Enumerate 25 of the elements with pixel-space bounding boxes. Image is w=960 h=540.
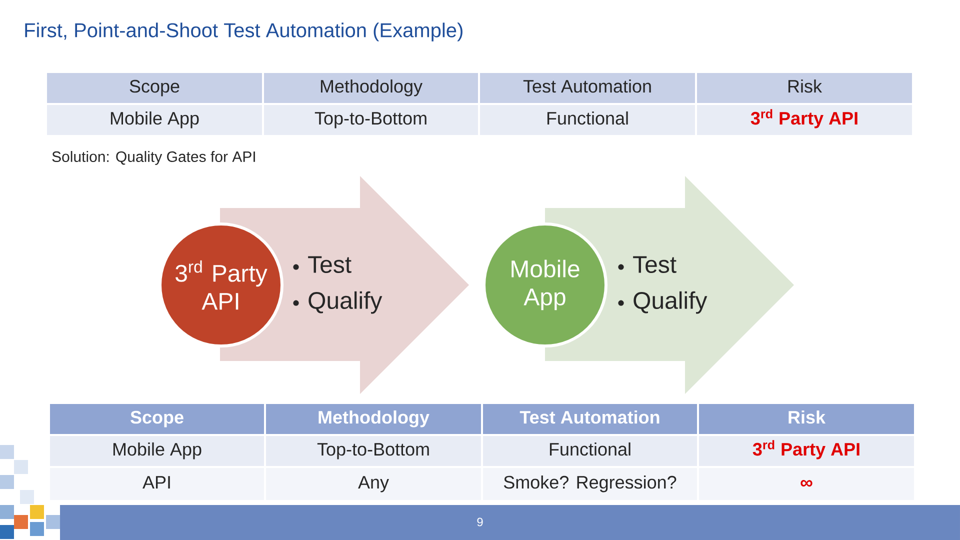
table-cell: 3$^{rd}$ Party API xyxy=(699,436,914,466)
header-cell: Risk xyxy=(697,73,912,103)
circle-node: Mobile App xyxy=(482,222,608,348)
page-number: 9 xyxy=(477,518,483,526)
table-cell: Any xyxy=(266,468,481,500)
table-cell: 3$^{rd}$ Party API xyxy=(697,105,912,135)
table-cell: Smoke? Regression? xyxy=(483,468,697,500)
circle-node: 3$^{rd}$ Party API xyxy=(158,222,284,348)
table-cell: API xyxy=(50,468,264,500)
section-label: Solution: Quality Gates for API xyxy=(52,151,255,165)
title: First, Point-and-Shoot Test Automation (Example) xyxy=(25,22,462,42)
header-cell: Methodology xyxy=(266,404,481,434)
table-cell: Top-to-Bottom xyxy=(264,105,478,135)
table-cell: Top-to-Bottom xyxy=(266,436,481,466)
header-cell: Risk xyxy=(699,404,914,434)
header-cell: Scope xyxy=(50,404,264,434)
header-cell: Test Automation xyxy=(483,404,697,434)
table-cell: Mobile App xyxy=(47,105,262,135)
table-cell: Mobile App xyxy=(50,436,264,466)
table-cell: Functional xyxy=(480,105,695,135)
table-cell: Functional xyxy=(483,436,697,466)
header-cell: Methodology xyxy=(264,73,478,103)
header-cell: Test Automation xyxy=(480,73,695,103)
header-cell: Scope xyxy=(47,73,262,103)
table-cell: ∞ xyxy=(699,468,914,500)
